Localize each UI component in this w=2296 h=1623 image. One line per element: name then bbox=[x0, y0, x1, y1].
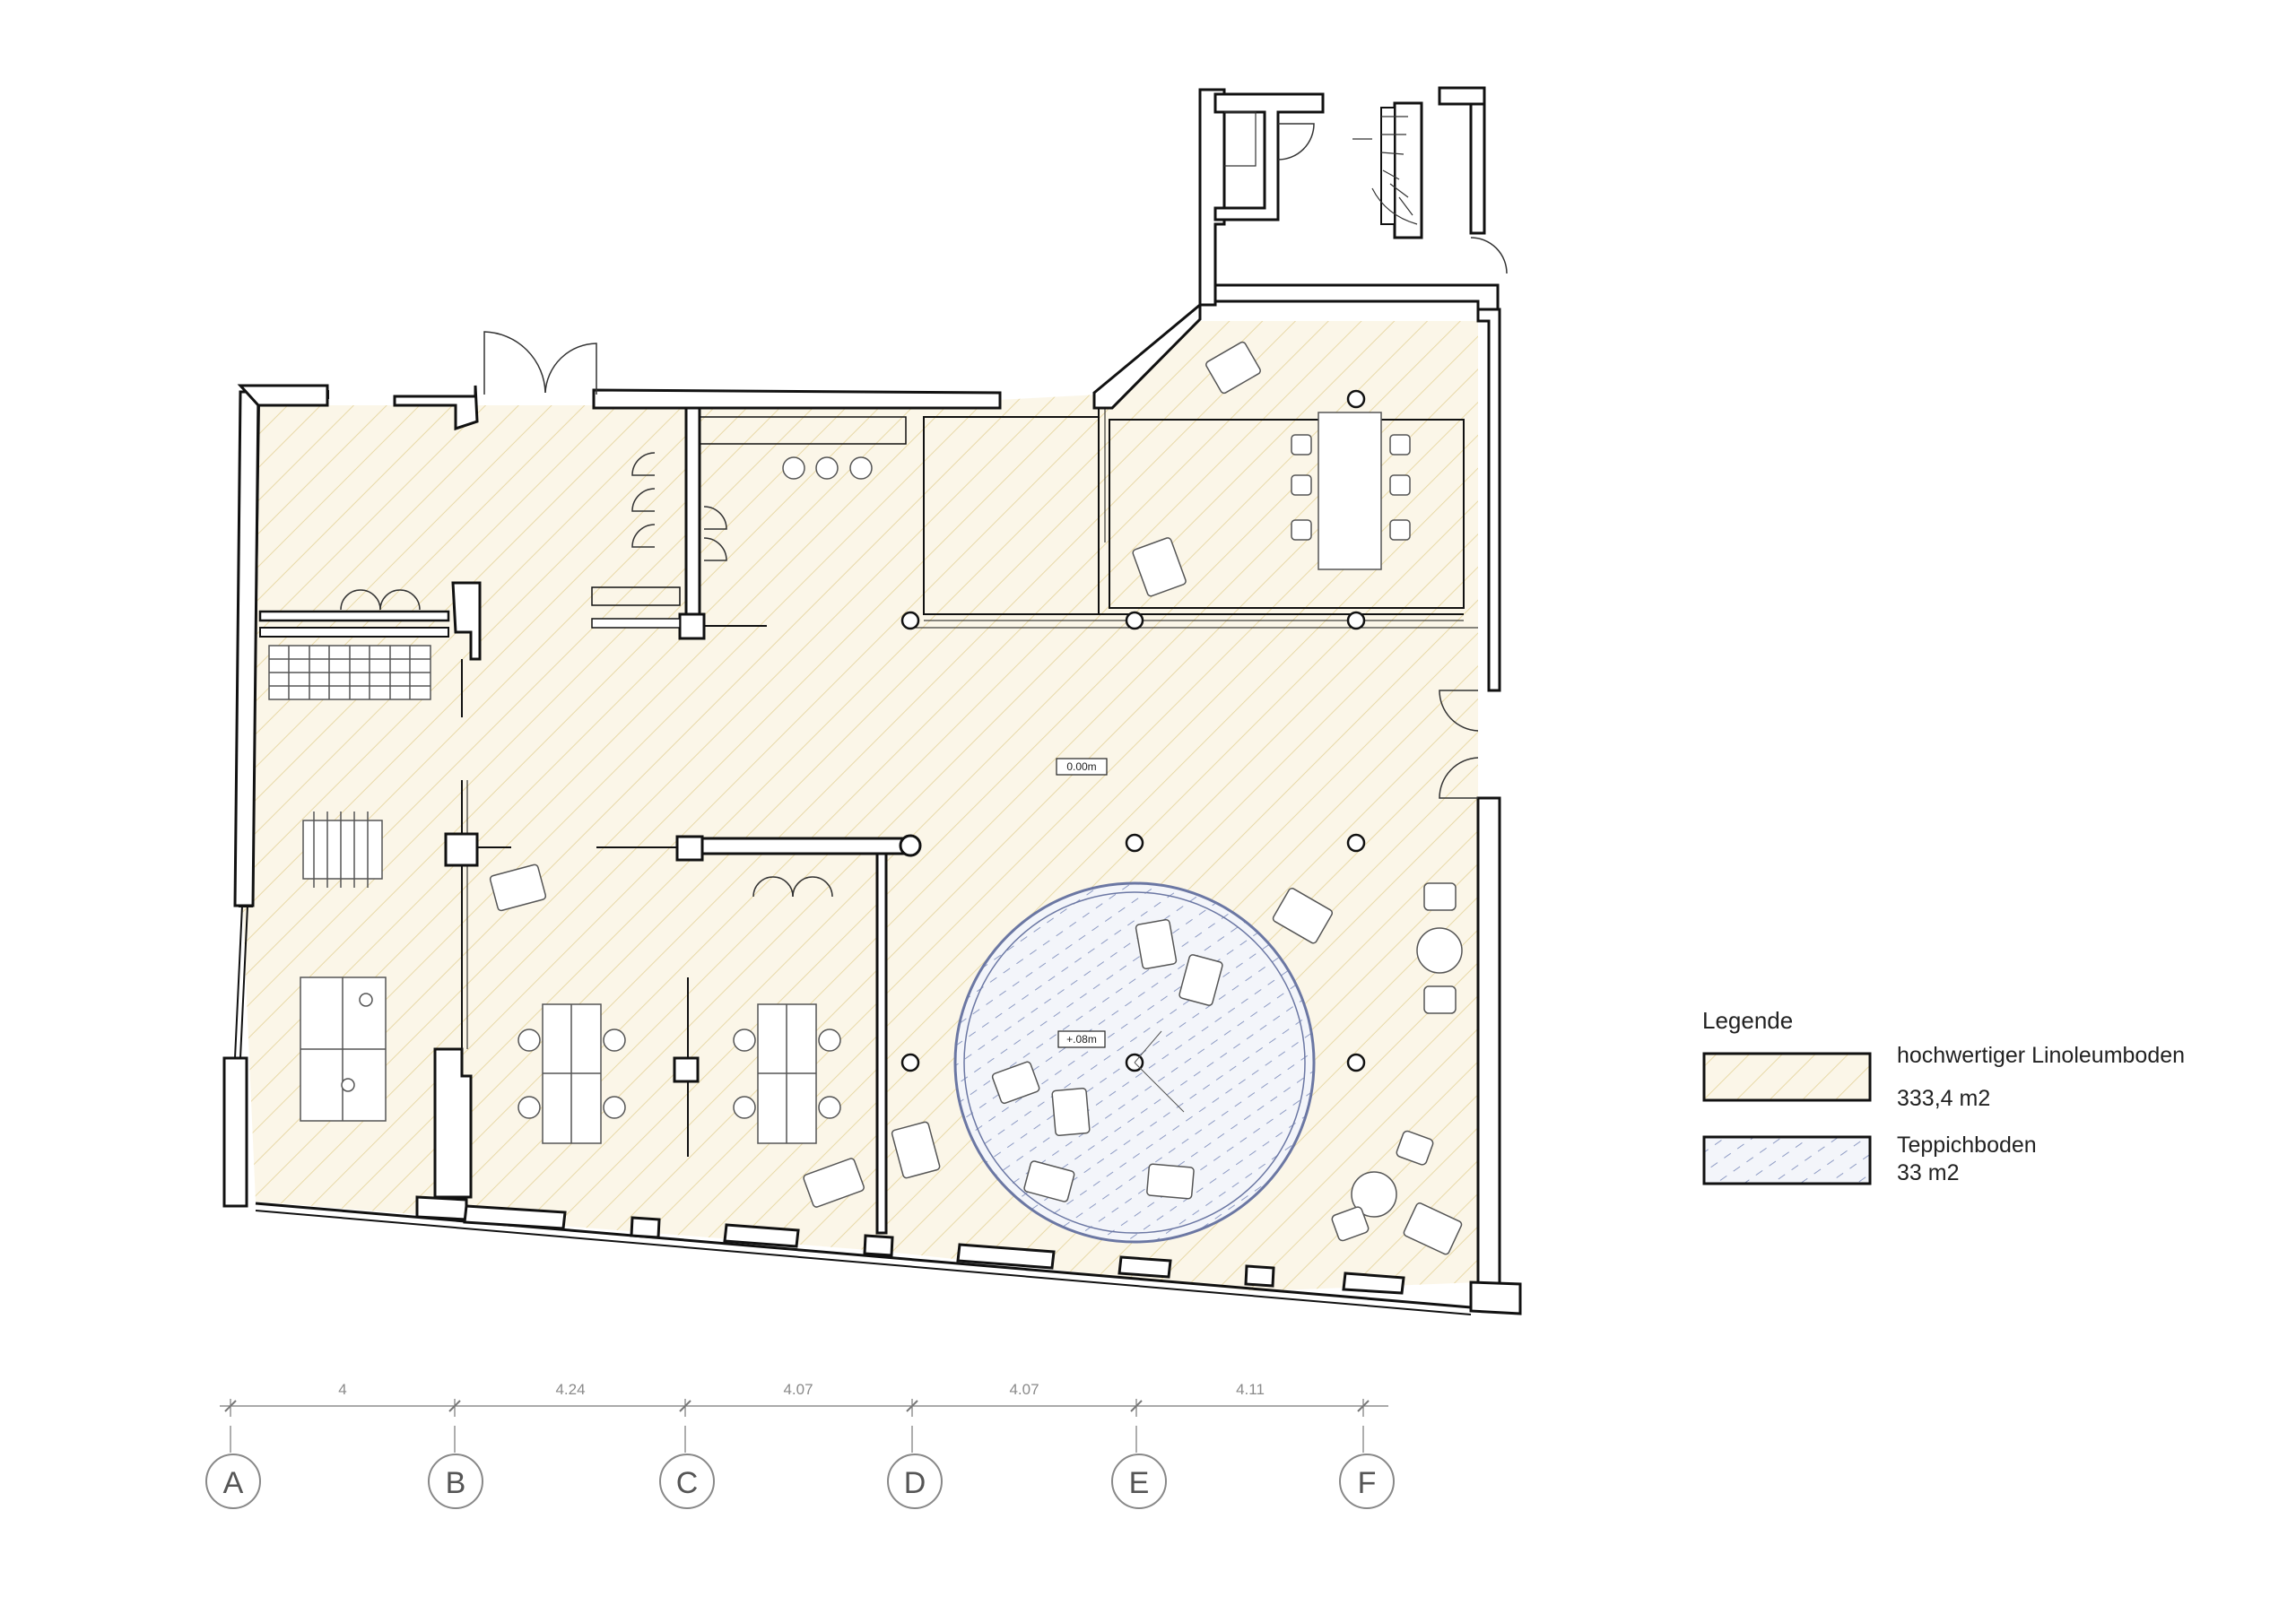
meeting-chairs bbox=[1291, 434, 1411, 541]
furniture bbox=[268, 341, 1463, 1255]
legend: Legende hochwertiger Linoleumboden 333,4… bbox=[1702, 1007, 2185, 1185]
desk-cluster-1 bbox=[517, 1003, 626, 1144]
legend-swatch-carpet bbox=[1702, 1135, 1872, 1185]
legend-item-carpet: Teppichboden 33 m2 bbox=[1702, 1133, 2037, 1185]
table-tennis bbox=[300, 976, 387, 1122]
dimension-chain bbox=[220, 1399, 1388, 1453]
legend-area-carpet: 33 m2 bbox=[1897, 1160, 1959, 1185]
desk-cluster-2 bbox=[733, 1003, 841, 1144]
legend-area-linoleum: 333,4 m2 bbox=[1897, 1086, 1990, 1111]
axis-label-e: E bbox=[1129, 1466, 1150, 1500]
shelf-grid bbox=[268, 645, 431, 700]
axis-bubble-b: B bbox=[428, 1454, 483, 1509]
dimension-c-d: 4.07 bbox=[783, 1381, 813, 1398]
legend-swatch-linoleum bbox=[1702, 1052, 1872, 1102]
axis-bubble-f: F bbox=[1339, 1454, 1395, 1509]
partitions bbox=[258, 408, 1478, 1235]
axis-label-b: B bbox=[446, 1466, 466, 1500]
axis-bubble-e: E bbox=[1111, 1454, 1167, 1509]
dimension-d-e: 4.07 bbox=[1009, 1381, 1039, 1398]
dimension-b-c: 4.24 bbox=[555, 1381, 585, 1398]
axis-label-f: F bbox=[1358, 1466, 1377, 1500]
dimension-a-b: 4 bbox=[338, 1381, 346, 1398]
axis-bubbles: A B C D E F bbox=[205, 1454, 1395, 1509]
elevation-podium-text: +.08m bbox=[1066, 1033, 1097, 1046]
axis-label-d: D bbox=[904, 1466, 926, 1500]
elevation-main-text: 0.00m bbox=[1066, 760, 1096, 773]
axis-bubble-c: C bbox=[659, 1454, 715, 1509]
staircase bbox=[1224, 111, 1418, 225]
legend-title: Legende bbox=[1702, 1007, 1793, 1034]
foosball-table bbox=[302, 812, 383, 888]
walls bbox=[222, 86, 1522, 1315]
dimension-labels: 4 4.24 4.07 4.07 4.11 bbox=[338, 1381, 1265, 1398]
axis-bubble-d: D bbox=[887, 1454, 943, 1509]
elevation-label-podium: +.08m bbox=[1057, 1030, 1106, 1048]
bottom-wall-piers bbox=[415, 1195, 1405, 1295]
legend-label-linoleum: hochwertiger Linoleumboden bbox=[1897, 1043, 2185, 1068]
axis-label-c: C bbox=[676, 1466, 699, 1500]
doors bbox=[340, 123, 1508, 898]
legend-label-carpet: Teppichboden bbox=[1897, 1133, 2037, 1158]
legend-item-linoleum: hochwertiger Linoleumboden 333,4 m2 bbox=[1702, 1043, 2185, 1111]
dimension-e-f: 4.11 bbox=[1236, 1381, 1265, 1398]
axis-label-a: A bbox=[223, 1466, 244, 1500]
axis-bubble-a: A bbox=[205, 1454, 261, 1509]
elevation-label-main: 0.00m bbox=[1056, 758, 1108, 776]
